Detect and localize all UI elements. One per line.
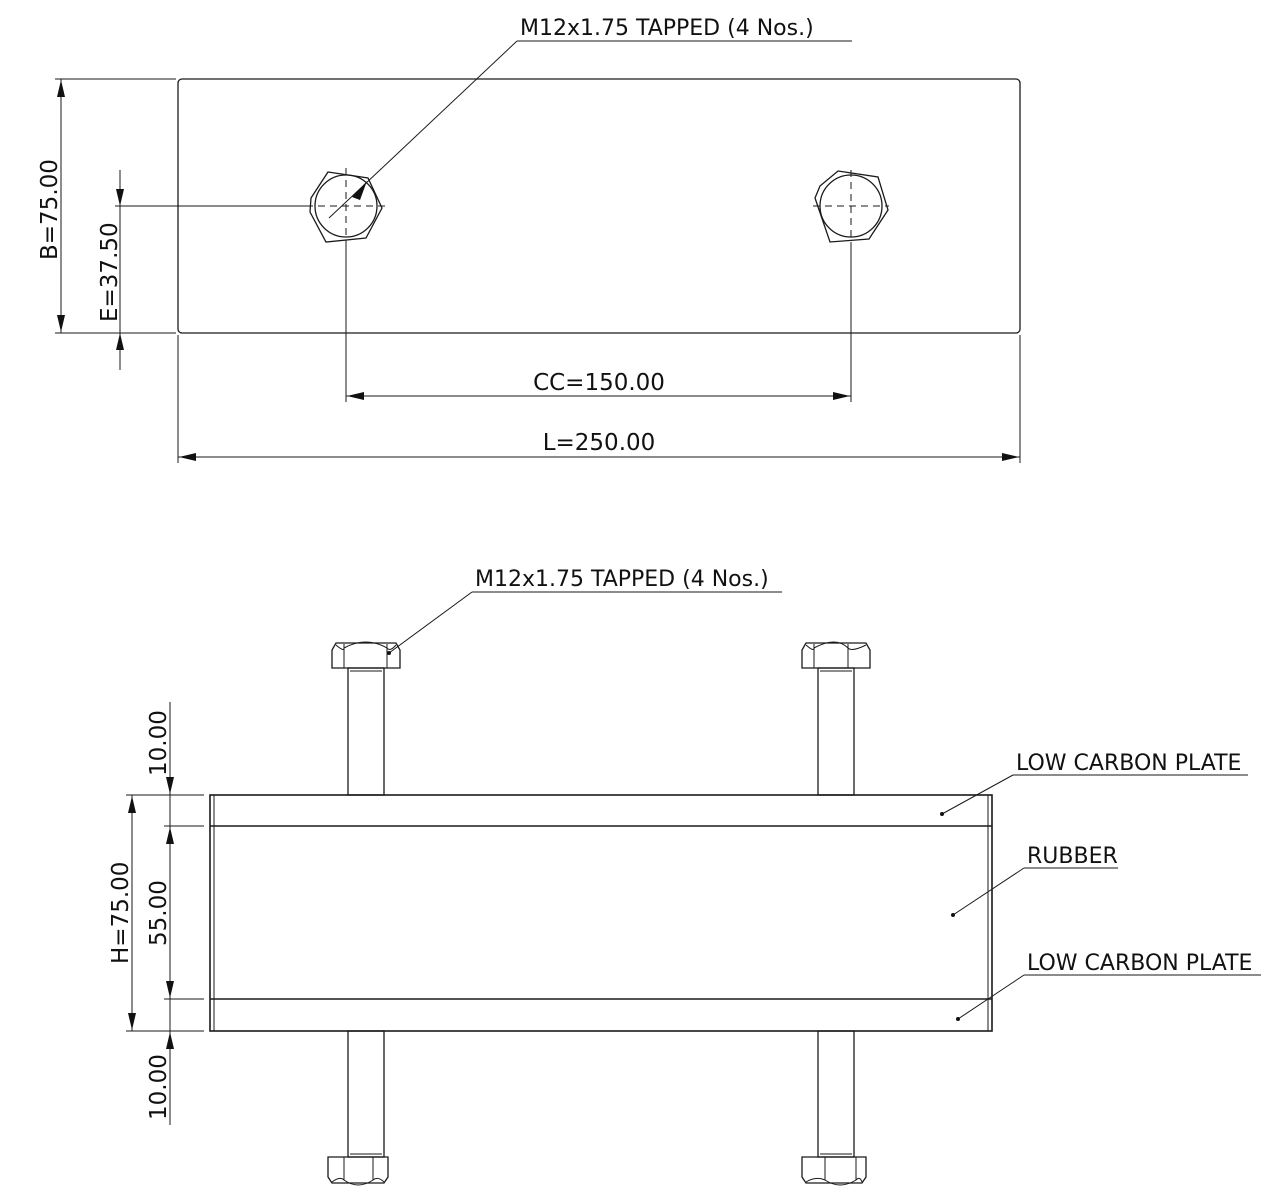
label-top-plate: LOW CARBON PLATE xyxy=(940,751,1248,816)
top-view: M12x1.75 TAPPED (4 Nos.) B=75.00 E=37.50 xyxy=(37,16,1021,463)
side-callout: M12x1.75 TAPPED (4 Nos.) xyxy=(387,567,782,655)
dim-CC-text: CC=150.00 xyxy=(533,370,665,396)
label-rubber-text: RUBBER xyxy=(1027,844,1118,869)
label-rubber: RUBBER xyxy=(951,844,1118,917)
label-top-plate-text: LOW CARBON PLATE xyxy=(1016,751,1241,776)
top-callout: M12x1.75 TAPPED (4 Nos.) xyxy=(328,16,852,219)
tapped-hole-right xyxy=(813,170,889,244)
label-bottom-plate: LOW CARBON PLATE xyxy=(956,951,1261,1021)
dim-L: L=250.00 xyxy=(178,430,1020,461)
dim-top-10-text: 10.00 xyxy=(146,710,172,776)
dim-H: H=75.00 xyxy=(108,795,136,1031)
dim-stack: 10.00 55.00 10.00 xyxy=(146,702,174,1125)
dim-L-text: L=250.00 xyxy=(543,430,656,456)
dim-bottom-10-text: 10.00 xyxy=(146,1054,172,1120)
dim-E: E=37.50 xyxy=(97,170,308,370)
assembly-outline xyxy=(209,794,993,1032)
top-callout-text: M12x1.75 TAPPED (4 Nos.) xyxy=(520,16,814,41)
dim-B: B=75.00 xyxy=(37,78,176,334)
tapped-hole-left xyxy=(306,168,386,244)
dim-CC: CC=150.00 xyxy=(346,370,851,400)
label-bottom-plate-text: LOW CARBON PLATE xyxy=(1027,951,1252,976)
bolt-bottom-right xyxy=(801,1030,867,1186)
dim-E-text: E=37.50 xyxy=(97,222,123,322)
bolt-top-left xyxy=(331,641,401,796)
side-callout-text: M12x1.75 TAPPED (4 Nos.) xyxy=(475,567,769,592)
dim-B-text: B=75.00 xyxy=(37,159,63,260)
dim-H-text: H=75.00 xyxy=(108,862,134,964)
bolt-bottom-left xyxy=(327,1030,389,1186)
side-view: M12x1.75 TAPPED (4 Nos.) LOW CARBON PLAT… xyxy=(108,567,1261,1186)
dim-55-text: 55.00 xyxy=(146,880,172,946)
bolt-top-right xyxy=(801,641,871,796)
